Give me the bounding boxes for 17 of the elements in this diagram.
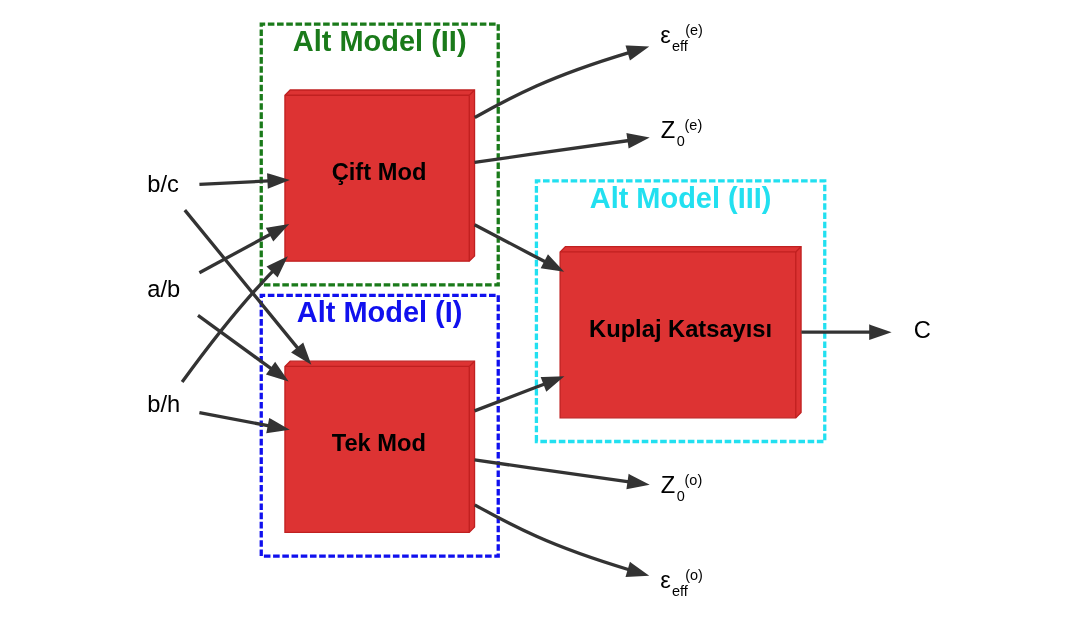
arrow xyxy=(801,324,892,341)
arrow xyxy=(473,223,565,272)
arrow xyxy=(180,256,288,383)
arrow xyxy=(473,503,650,577)
node-text: b/h xyxy=(147,390,181,417)
node-text: a/b xyxy=(147,276,181,303)
node-text: C xyxy=(913,317,931,344)
arrow xyxy=(473,45,650,119)
arrow xyxy=(198,224,290,275)
arrow xyxy=(474,376,565,413)
arrow xyxy=(199,173,290,189)
arrow xyxy=(199,410,290,434)
arrow xyxy=(183,209,312,365)
arrow xyxy=(197,314,289,382)
arrow xyxy=(474,458,650,490)
node-text: b/c xyxy=(147,170,179,197)
arrow xyxy=(474,132,650,164)
